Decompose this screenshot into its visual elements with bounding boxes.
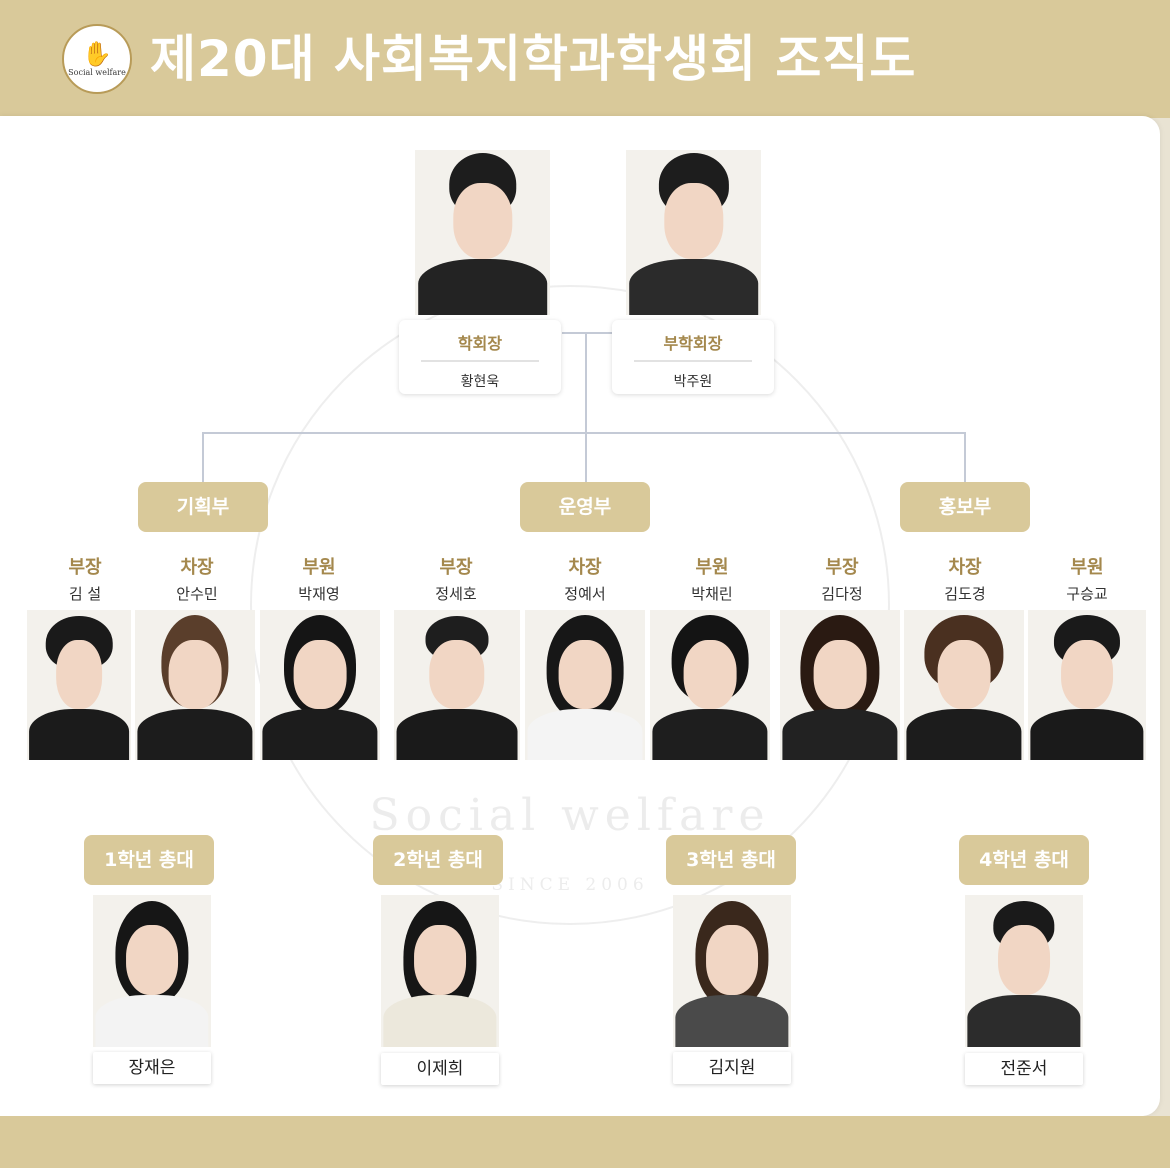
- member-position: 차장: [180, 557, 214, 578]
- grade-rep-name: 장재은: [93, 1052, 211, 1084]
- member-position: 차장: [948, 557, 982, 578]
- grade-rep-label: 1학년 총대: [84, 835, 214, 885]
- grade-rep-photo: [381, 895, 499, 1047]
- grade-rep-name: 전준서: [965, 1053, 1083, 1085]
- member-name: 박재영: [298, 585, 340, 603]
- watermark-circle: [250, 285, 890, 925]
- member-position: 차장: [568, 557, 602, 578]
- member-photo: [394, 610, 520, 760]
- member-photo: [260, 610, 380, 760]
- hand-logo-icon: ✋: [82, 39, 112, 68]
- department-label: 홍보부: [900, 482, 1030, 532]
- member-photo: [904, 610, 1024, 760]
- member-name: 김다정: [821, 585, 863, 603]
- vice-leader-name: 박주원: [673, 374, 713, 390]
- member-photo: [780, 610, 900, 760]
- grade-rep-label: 4학년 총대: [959, 835, 1089, 885]
- grade-rep-photo: [93, 895, 211, 1047]
- member-name: 정예서: [564, 585, 606, 603]
- grade-rep-name: 김지원: [673, 1052, 791, 1084]
- member-photo: [650, 610, 770, 760]
- leader-card: 학회장 황현욱: [399, 320, 561, 394]
- vice-leader-photo: [626, 150, 761, 315]
- member-name: 정세호: [435, 585, 477, 603]
- vice-leader-card: 부학회장 박주원: [612, 320, 774, 394]
- member-name: 박채린: [691, 585, 733, 603]
- logo: ✋ Social welfare: [62, 24, 132, 94]
- member-photo: [525, 610, 645, 760]
- trunk-connector: [585, 332, 587, 482]
- grade-rep-photo: [673, 895, 791, 1047]
- member-name: 구승교: [1066, 585, 1108, 603]
- member-position: 부원: [302, 557, 336, 578]
- member-position: 부원: [695, 557, 729, 578]
- member-name: 김도경: [944, 585, 986, 603]
- department-label: 운영부: [520, 482, 650, 532]
- member-position: 부장: [825, 557, 859, 578]
- watermark-text: Social welfare: [369, 790, 771, 841]
- page-title: 제20대 사회복지학과학생회 조직도: [150, 30, 917, 88]
- header-bar: [0, 0, 1170, 118]
- grade-rep-name: 이제희: [381, 1053, 499, 1085]
- department-label: 기획부: [138, 482, 268, 532]
- branch-connector: [202, 432, 966, 434]
- grade-rep-label: 3학년 총대: [666, 835, 796, 885]
- leader-photo: [415, 150, 550, 315]
- footer-bar: [0, 1116, 1170, 1168]
- branch-left-connector: [202, 432, 204, 482]
- member-name: 김 설: [68, 585, 102, 603]
- leader-name: 황현욱: [460, 374, 500, 390]
- member-photo: [135, 610, 255, 760]
- leader-connector: [562, 332, 614, 334]
- member-position: 부장: [68, 557, 102, 578]
- grade-rep-label: 2학년 총대: [373, 835, 503, 885]
- logo-text: Social welfare: [68, 67, 126, 77]
- leader-role: 학회장: [421, 330, 539, 362]
- vice-leader-role: 부학회장: [634, 330, 752, 362]
- watermark-since: SINCE 2006: [491, 875, 649, 895]
- member-position: 부장: [439, 557, 473, 578]
- member-photo: [1028, 610, 1146, 760]
- member-position: 부원: [1070, 557, 1104, 578]
- member-photo: [27, 610, 131, 760]
- member-name: 안수민: [176, 585, 218, 603]
- branch-right-connector: [964, 432, 966, 482]
- grade-rep-photo: [965, 895, 1083, 1047]
